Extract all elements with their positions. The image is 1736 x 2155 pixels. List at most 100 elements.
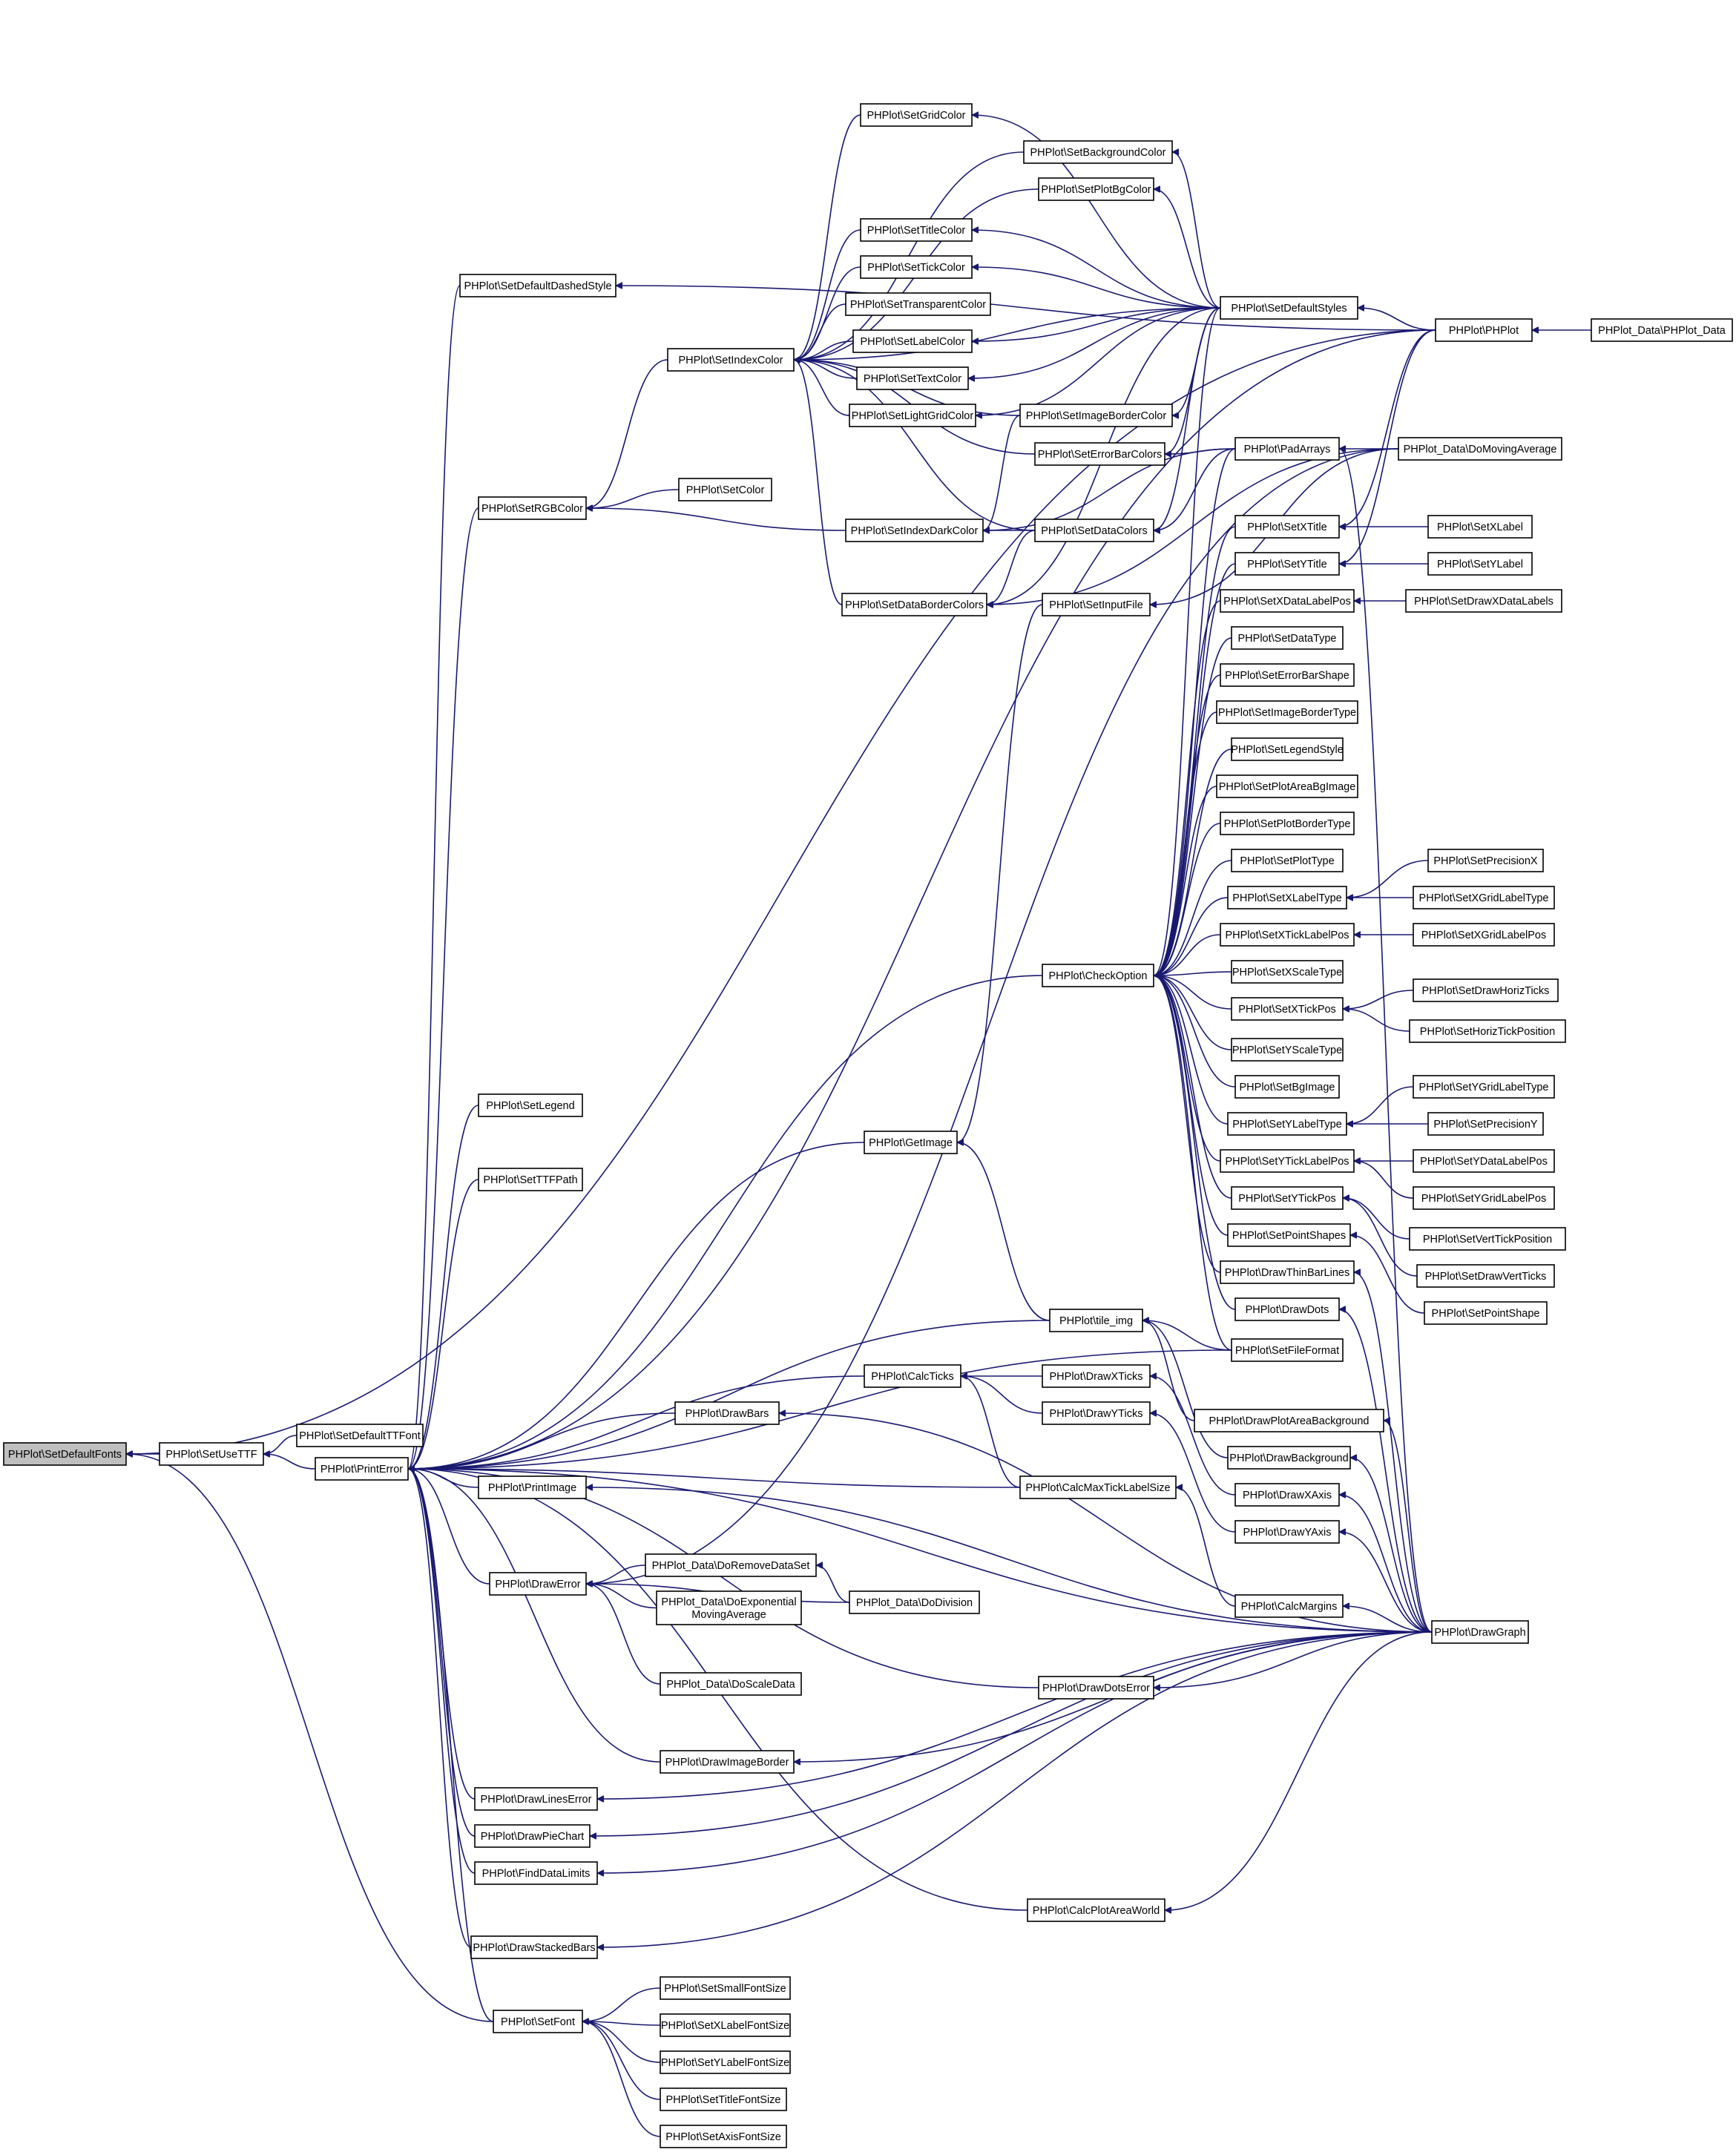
graph-node[interactable]: PHPlot\DrawPlotAreaBackground (1194, 1409, 1384, 1432)
graph-node[interactable]: PHPlot_Data\PHPlot_Data (1591, 318, 1733, 342)
graph-node[interactable]: PHPlot\SetIndexColor (667, 348, 795, 372)
graph-node[interactable]: PHPlot\SetXLabelType (1227, 886, 1347, 909)
graph-node[interactable]: PHPlot\tile_img (1049, 1309, 1143, 1332)
graph-node[interactable]: PHPlot\SetPointShape (1424, 1301, 1548, 1325)
graph-node[interactable]: PHPlot\SetLegendStyle (1231, 737, 1344, 761)
graph-node[interactable]: PHPlot\DrawXAxis (1234, 1483, 1340, 1507)
graph-node[interactable]: PHPlot_Data\DoScaleData (660, 1672, 802, 1696)
graph-node[interactable]: PHPlot\SetPlotBorderType (1220, 812, 1355, 835)
graph-node[interactable]: PHPlot\SetDefaultDashedStyle (459, 274, 617, 297)
graph-node[interactable]: PHPlot\SetHorizTickPosition (1409, 1019, 1566, 1043)
graph-node[interactable]: PHPlot\SetPointShapes (1227, 1223, 1351, 1247)
graph-node[interactable]: PHPlot\SetYDataLabelPos (1413, 1149, 1555, 1173)
graph-node[interactable]: PHPlot\SetGridColor (860, 103, 973, 127)
graph-node[interactable]: PHPlot\SetXTickLabelPos (1220, 923, 1355, 947)
graph-node[interactable]: PHPlot\SetErrorBarShape (1220, 663, 1355, 687)
graph-node[interactable]: PHPlot\SetDrawXDataLabels (1405, 589, 1562, 613)
graph-node[interactable]: PHPlot\DrawBars (674, 1401, 780, 1425)
graph-node[interactable]: PHPlot\CalcTicks (864, 1364, 961, 1388)
graph-node[interactable]: PHPlot\CalcMaxTickLabelSize (1019, 1475, 1177, 1499)
graph-node[interactable]: PHPlot\SetVertTickPosition (1409, 1227, 1566, 1251)
graph-node[interactable]: PHPlot\SetRGBColor (478, 496, 587, 520)
graph-node[interactable]: PHPlot\SetYLabel (1427, 552, 1533, 576)
graph-node[interactable]: PHPlot\SetSmallFontSize (660, 1976, 791, 2000)
graph-node[interactable]: PHPlot\SetDefaultTTFont (296, 1424, 424, 1447)
graph-node[interactable]: PHPlot\SetXTitle (1234, 515, 1340, 539)
graph-node[interactable]: PHPlot\SetTickColor (860, 255, 973, 279)
graph-node[interactable]: PHPlot\SetTextColor (856, 366, 969, 390)
graph-node[interactable]: PHPlot\DrawImageBorder (660, 1750, 795, 1774)
graph-node[interactable]: PHPlot\PrintImage (478, 1475, 587, 1499)
graph-node[interactable]: PHPlot\SetDataBorderColors (841, 593, 987, 616)
graph-node[interactable]: PHPlot\SetFileFormat (1231, 1338, 1344, 1362)
graph-node[interactable]: PHPlot\SetYLabelFontSize (660, 2050, 791, 2074)
graph-node[interactable]: PHPlot\DrawDots (1234, 1297, 1340, 1321)
graph-node[interactable]: PHPlot\SetTitleColor (860, 218, 973, 242)
graph-node[interactable]: PHPlot\SetBackgroundColor (1023, 140, 1173, 164)
graph-node[interactable]: PHPlot\DrawXTicks (1042, 1364, 1151, 1388)
graph-node[interactable]: PHPlot\SetDataType (1231, 626, 1344, 650)
graph-node[interactable]: PHPlot\SetYTitle (1234, 552, 1340, 576)
graph-node[interactable]: PHPlot\SetUseTTF (159, 1442, 264, 1466)
graph-node[interactable]: PHPlot\SetTitleFontSize (660, 2087, 787, 2111)
graph-node[interactable]: PHPlot\DrawStackedBars (470, 1935, 598, 1959)
graph-node[interactable]: PHPlot\SetXTickPos (1231, 997, 1344, 1021)
graph-node[interactable]: PHPlot\SetLegend (478, 1093, 583, 1117)
graph-node[interactable]: PHPlot\SetDrawHorizTicks (1413, 978, 1559, 1002)
graph-node[interactable]: PHPlot\CalcMargins (1234, 1594, 1344, 1618)
graph-node[interactable]: PHPlot\DrawPieChart (474, 1824, 591, 1848)
graph-node[interactable]: PHPlot\SetDataColors (1034, 519, 1154, 542)
graph-node[interactable]: PHPlot\SetTransparentColor (845, 292, 991, 316)
graph-node[interactable]: PHPlot\SetPrecisionX (1427, 849, 1544, 872)
graph-node[interactable]: PHPlot\DrawGraph (1431, 1620, 1529, 1644)
graph-node[interactable]: PHPlot\CheckOption (1042, 964, 1154, 987)
graph-node[interactable]: PHPlot\SetTTFPath (478, 1168, 583, 1191)
graph-node[interactable]: PHPlot\SetYTickPos (1231, 1186, 1344, 1210)
graph-node[interactable]: PHPlot\SetIndexDarkColor (845, 519, 984, 542)
graph-node[interactable]: PHPlot\SetImageBorderColor (1019, 404, 1173, 427)
graph-node[interactable]: PHPlot\DrawLinesError (474, 1787, 598, 1811)
graph-node[interactable]: PHPlot\PrintError (315, 1457, 409, 1481)
graph-node[interactable]: PHPlot\SetPlotBgColor (1038, 177, 1154, 201)
graph-node[interactable]: PHPlot\SetErrorBarColors (1034, 442, 1165, 466)
graph-node[interactable]: PHPlot\DrawBackground (1227, 1446, 1351, 1470)
graph-node[interactable]: PHPlot\SetImageBorderType (1216, 700, 1358, 724)
graph-node[interactable]: PHPlot\SetYLabelType (1227, 1112, 1347, 1136)
graph-node[interactable]: PHPlot\SetXLabel (1427, 515, 1533, 539)
graph-node[interactable]: PHPlot\DrawYAxis (1234, 1520, 1340, 1544)
graph-node[interactable]: PHPlot\SetLightGridColor (849, 404, 976, 427)
graph-node[interactable]: PHPlot\SetXLabelFontSize (660, 2013, 791, 2037)
graph-node[interactable]: PHPlot\SetFont (493, 2010, 583, 2033)
graph-node[interactable]: PHPlot\SetYScaleType (1231, 1038, 1344, 1062)
graph-node[interactable]: PHPlot_Data\DoMovingAverage (1398, 437, 1562, 461)
graph-node[interactable]: PHPlot\SetAxisFontSize (660, 2125, 787, 2148)
graph-node[interactable]: PHPlot\SetDefaultStyles (1220, 296, 1358, 320)
graph-node[interactable]: PHPlot\SetYGridLabelType (1413, 1075, 1555, 1099)
graph-node[interactable]: PHPlot\SetYTickLabelPos (1220, 1149, 1355, 1173)
graph-node[interactable]: PHPlot_Data\DoDivision (849, 1590, 980, 1614)
graph-node[interactable]: PHPlot\PadArrays (1234, 437, 1340, 461)
graph-node[interactable]: PHPlot\SetInputFile (1042, 593, 1151, 616)
graph-node[interactable]: PHPlot\SetColor (678, 478, 772, 501)
graph-node[interactable]: PHPlot\SetBgImage (1234, 1075, 1340, 1099)
graph-node[interactable]: PHPlot_Data\DoRemoveDataSet (645, 1553, 817, 1577)
graph-node[interactable]: PHPlot\FindDataLimits (474, 1861, 598, 1885)
graph-node[interactable]: PHPlot\SetPrecisionY (1427, 1112, 1544, 1136)
graph-node[interactable]: PHPlot\DrawThinBarLines (1220, 1260, 1355, 1284)
root-node[interactable]: PHPlot\SetDefaultFonts (3, 1442, 127, 1466)
graph-node[interactable]: PHPlot\PHPlot (1435, 318, 1533, 342)
graph-node[interactable]: PHPlot\SetYGridLabelPos (1413, 1186, 1555, 1210)
graph-node[interactable]: PHPlot\SetPlotType (1231, 849, 1344, 872)
graph-node[interactable]: PHPlot\DrawDotsError (1038, 1676, 1154, 1700)
graph-node[interactable]: PHPlot\SetXScaleType (1231, 960, 1344, 984)
graph-node[interactable]: PHPlot\SetXGridLabelPos (1413, 923, 1555, 947)
graph-node[interactable]: PHPlot\SetDrawVertTicks (1416, 1264, 1555, 1288)
graph-node[interactable]: PHPlot\DrawYTicks (1042, 1401, 1151, 1425)
graph-node[interactable]: PHPlot\DrawError (489, 1572, 587, 1596)
graph-node[interactable]: PHPlot\CalcPlotAreaWorld (1027, 1898, 1165, 1922)
graph-node[interactable]: PHPlot\SetPlotAreaBgImage (1216, 774, 1358, 798)
graph-node[interactable]: PHPlot\GetImage (864, 1131, 958, 1154)
graph-node[interactable]: PHPlot\SetXGridLabelType (1413, 886, 1555, 909)
graph-node[interactable]: PHPlot\SetLabelColor (852, 329, 973, 353)
